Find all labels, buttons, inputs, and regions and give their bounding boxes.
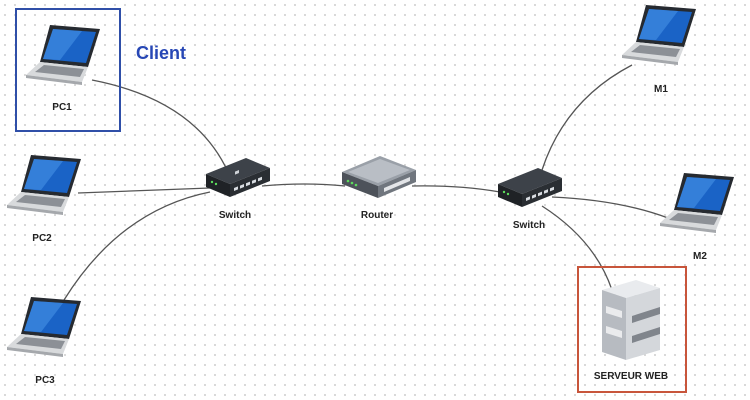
client-highlight-box <box>15 8 121 132</box>
pc2-laptop-icon[interactable] <box>3 152 87 216</box>
link-switch-m1 <box>541 64 633 171</box>
web-server-icon[interactable] <box>596 276 666 364</box>
router-label: Router <box>360 210 394 221</box>
m1-label: M1 <box>654 84 668 95</box>
m2-label: M2 <box>693 251 707 262</box>
pc2-label: PC2 <box>32 233 52 244</box>
switch-right-label: Switch <box>512 220 546 231</box>
pc3-label: PC3 <box>35 375 55 386</box>
client-callout: Client <box>136 43 187 63</box>
link-pc1-switch <box>91 79 229 173</box>
pc3-laptop-icon[interactable] <box>3 294 87 358</box>
pc1-label: PC1 <box>52 102 72 113</box>
link-pc3-switch <box>63 191 211 301</box>
router-icon[interactable] <box>338 150 420 204</box>
switch-left-icon[interactable] <box>200 152 272 200</box>
link-switch-m2 <box>551 196 669 219</box>
switch-left-label: Switch <box>218 210 252 221</box>
m1-laptop-icon[interactable] <box>618 2 702 66</box>
web-server-label: SERVEUR WEB <box>593 371 669 382</box>
link-switch-router <box>261 183 346 187</box>
link-switch-server <box>541 205 613 291</box>
switch-right-icon[interactable] <box>492 162 564 210</box>
server-highlight-box <box>577 266 687 393</box>
m2-laptop-icon[interactable] <box>656 170 740 234</box>
pc1-laptop-icon[interactable] <box>22 22 106 86</box>
link-router-switch <box>411 185 501 193</box>
link-pc2-switch <box>77 187 211 194</box>
